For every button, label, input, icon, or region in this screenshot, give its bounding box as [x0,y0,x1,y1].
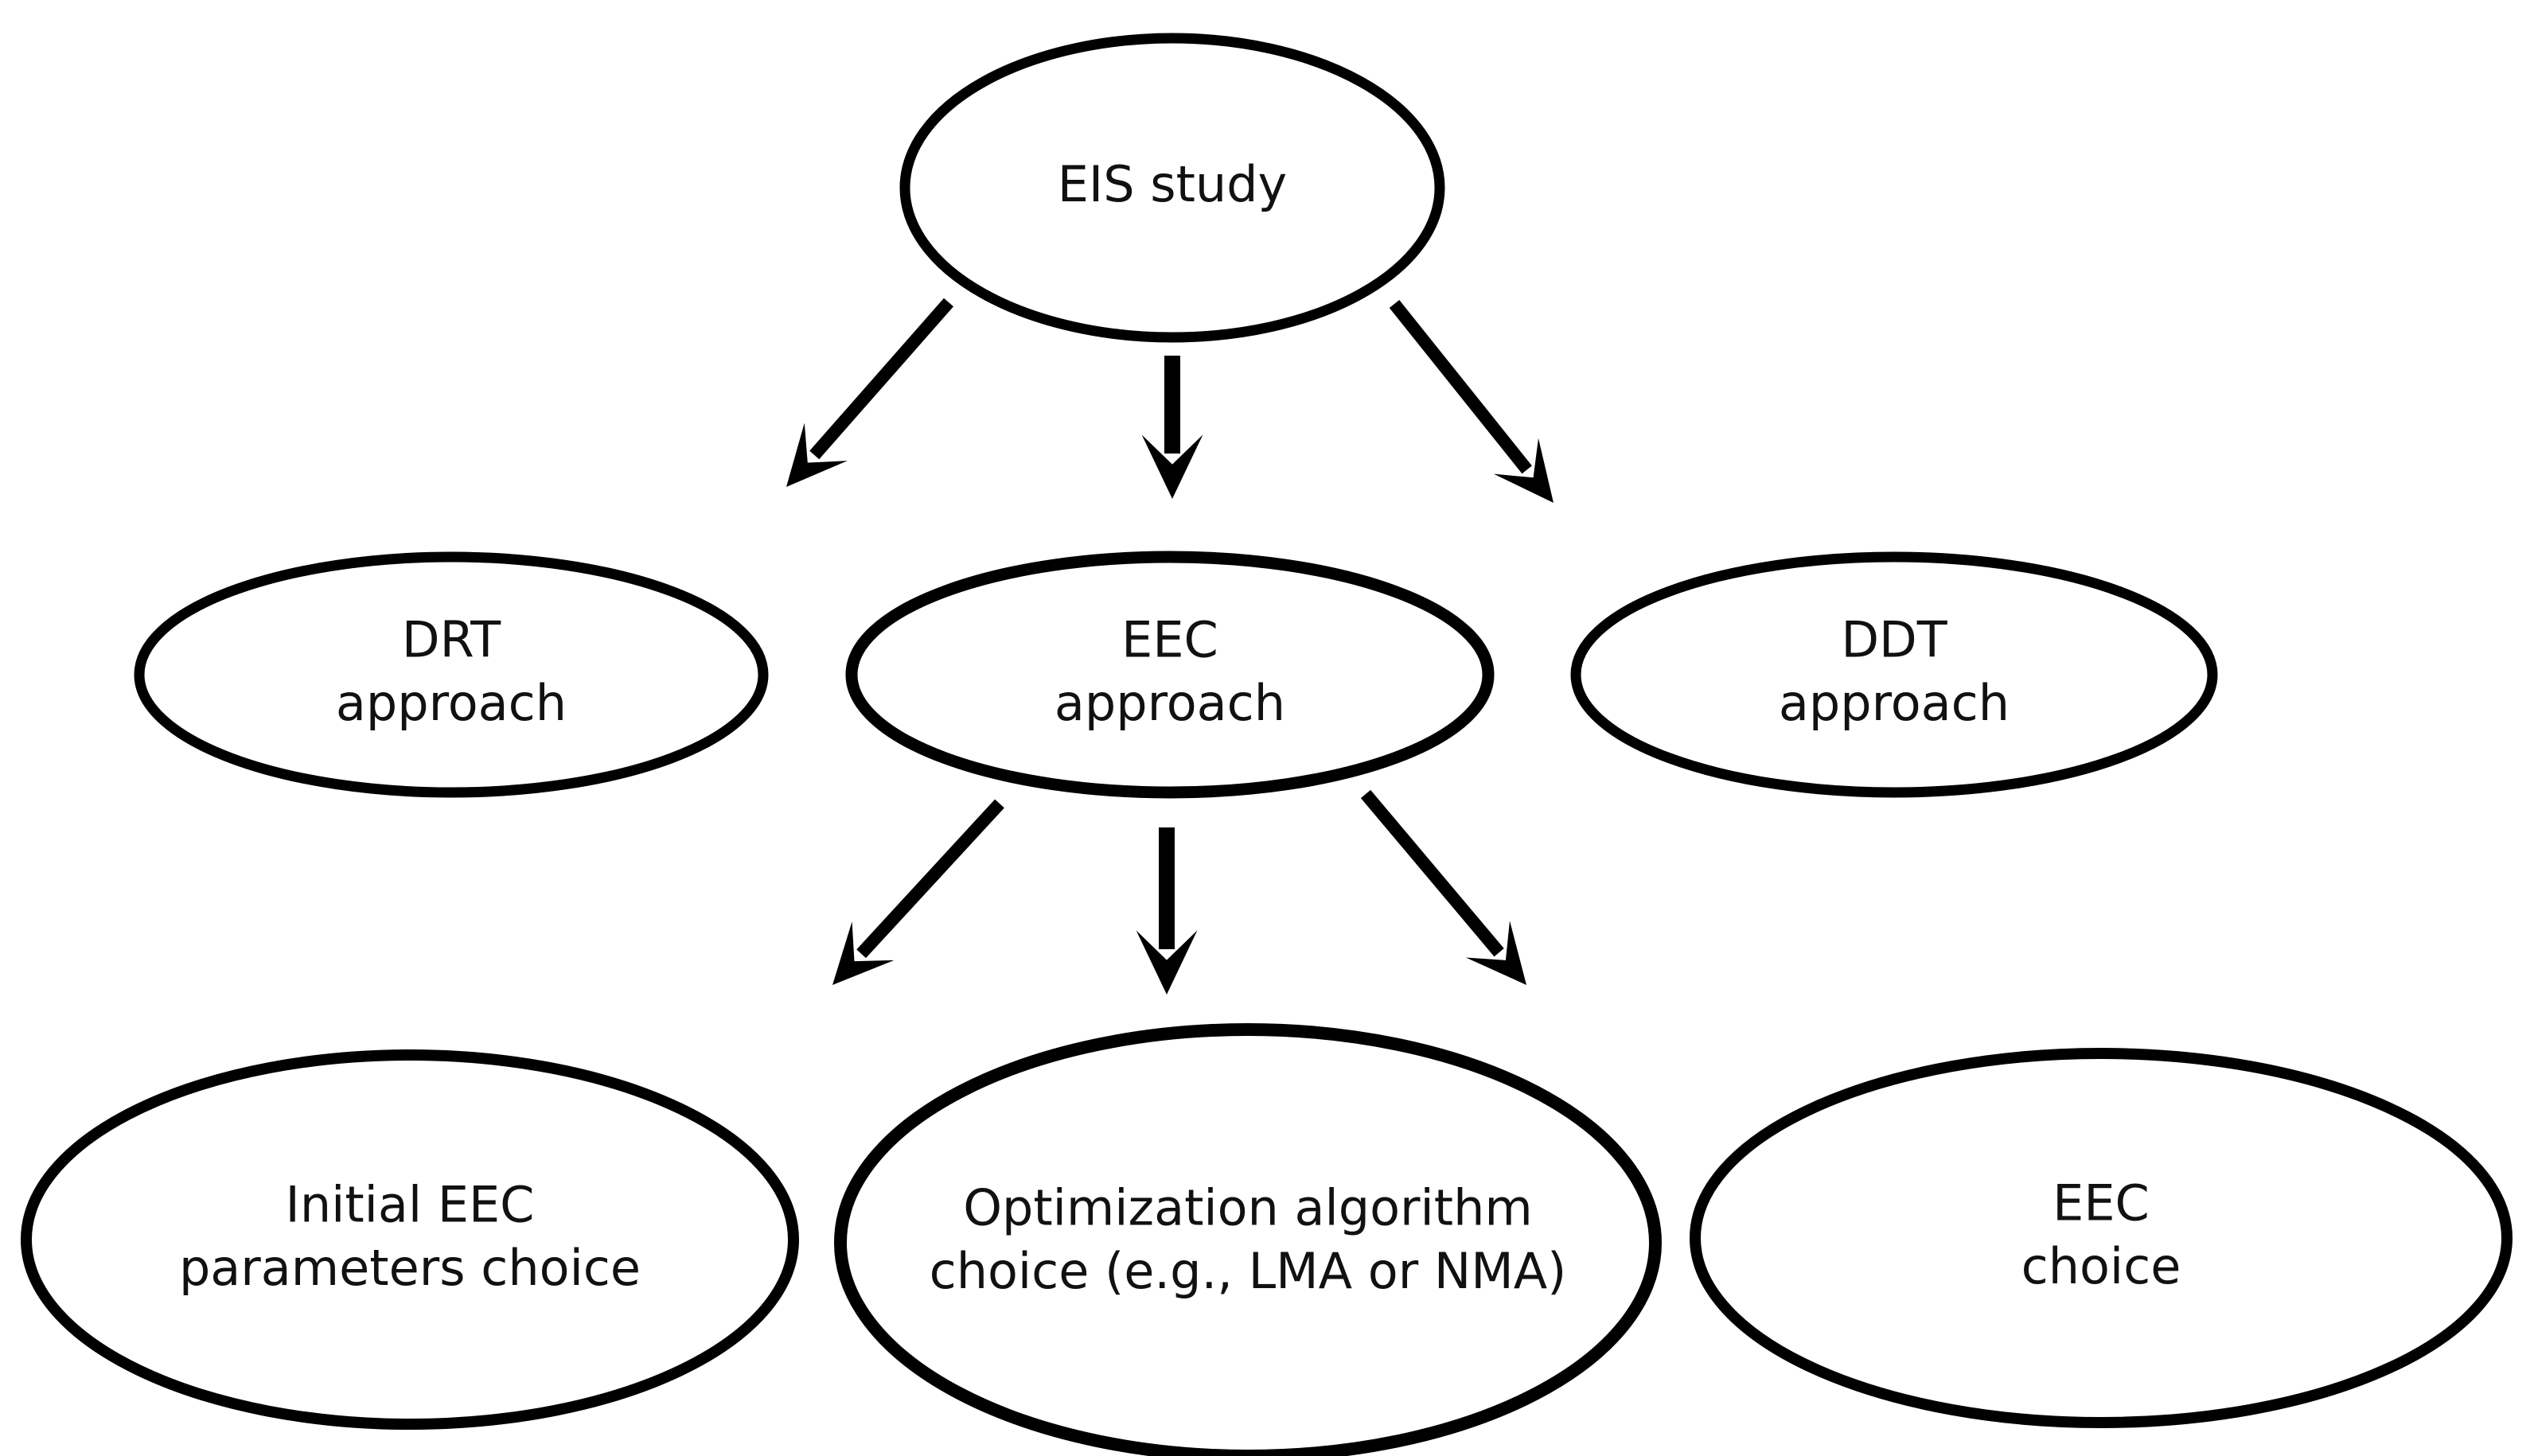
arrow-head [1136,930,1198,995]
node-optimization-algorithm-choice[interactable]: Optimization algorithm choice (e.g., LMA … [834,1023,1662,1456]
node-shape-eis-study[interactable] [899,33,1445,343]
node-drt-approach[interactable]: DRT approach [134,551,769,798]
node-label-initial-eec-parameters-choice: parameters choice [179,1239,641,1297]
arrow-shaft [856,799,1004,959]
arrow-shaft [1389,300,1532,474]
node-shape-eec-choice[interactable] [1690,1048,2513,1428]
flow-arrow [786,298,954,487]
node-label-ddt-approach: DDT [1841,610,1947,668]
node-shape-ddt-approach[interactable] [1570,551,2218,798]
arrow-head [1493,438,1554,503]
arrow-head [1465,921,1526,985]
node-shape-eec-approach[interactable] [845,551,1495,799]
node-label-eis-study: EIS study [1058,155,1287,213]
arrow-head [786,422,848,487]
nodes-layer: EIS studyDRTapproachEECapproachDDTapproa… [21,33,2513,1456]
node-label-optimization-algorithm-choice: Optimization algorithm [963,1178,1533,1236]
node-label-eec-approach: approach [1055,674,1285,732]
flow-arrow [1389,300,1554,503]
node-label-eec-choice: EEC [2053,1174,2150,1232]
node-eec-approach[interactable]: EEC approach [845,551,1495,799]
flow-arrow [832,799,1004,985]
node-label-initial-eec-parameters-choice: Initial EEC [286,1175,535,1233]
node-label-eec-choice: choice [2021,1237,2181,1295]
node-label-eec-approach: EEC [1121,610,1218,668]
node-label-drt-approach: DRT [402,610,501,668]
node-label-drt-approach: approach [336,674,567,732]
node-shape-optimization-algorithm-choice[interactable] [834,1023,1662,1456]
arrow-shaft [1360,789,1504,957]
flow-arrow [1360,789,1526,985]
node-initial-eec-parameters-choice[interactable]: Initial EEC parameters choice [21,1049,799,1430]
flow-arrow [1141,356,1203,499]
flow-arrow [1136,827,1198,995]
node-ddt-approach[interactable]: DDT approach [1570,551,2218,798]
node-shape-initial-eec-parameters-choice[interactable] [21,1049,799,1430]
node-shape-drt-approach[interactable] [134,551,769,798]
edges-layer [786,298,1554,995]
arrow-shaft [809,298,954,460]
arrow-head [1141,434,1203,499]
node-label-optimization-algorithm-choice: choice (e.g., LMA or NMA) [930,1242,1567,1300]
arrow-head [832,921,895,985]
node-eis-study[interactable]: EIS study [899,33,1445,343]
node-label-ddt-approach: approach [1779,674,2010,732]
